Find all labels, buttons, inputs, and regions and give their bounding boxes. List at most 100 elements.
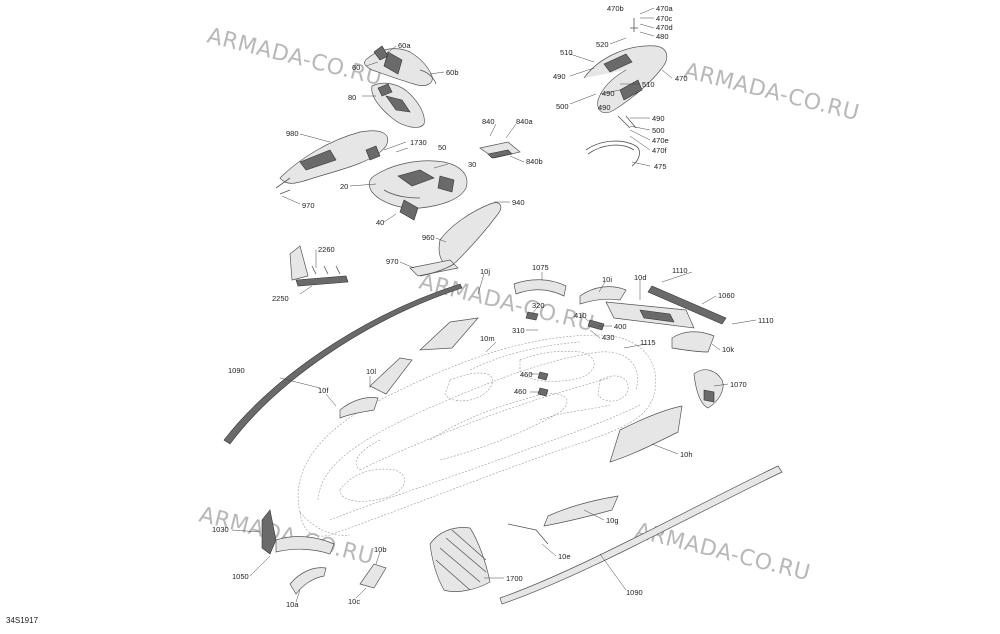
part-10a	[289, 567, 327, 595]
part-10f	[339, 397, 379, 419]
part-20-40	[368, 160, 468, 221]
part-10g	[543, 495, 619, 527]
watermark: ARMADA-CO.RU	[205, 24, 385, 92]
callout-970: 970	[302, 201, 315, 210]
watermark: ARMADA-CO.RU	[682, 59, 862, 127]
callout-20: 20	[340, 182, 348, 191]
callout-10g: 10g	[606, 516, 619, 525]
callout-980: 980	[286, 129, 299, 138]
part-60	[364, 45, 437, 86]
callout-320: 320	[532, 301, 545, 310]
callout-480: 480	[656, 32, 669, 41]
watermarks: ARMADA-CO.RU ARMADA-CO.RU ARMADA-CO.RU A…	[197, 24, 862, 587]
callout-470a: 470a	[656, 4, 674, 13]
callout-1090: 1090	[626, 588, 643, 597]
part-1075	[513, 279, 567, 297]
callout-labels: 470b 470a 470c 470d 480 520 510 490 470 …	[212, 4, 774, 609]
callout-10e: 10e	[558, 552, 571, 561]
callout-1030: 1030	[212, 525, 229, 534]
callout-470e: 470e	[652, 136, 669, 145]
callout-475: 475	[654, 162, 667, 171]
part-1030-1050	[261, 509, 335, 555]
callout-10l: 10l	[366, 367, 376, 376]
callout-1115: 1115	[640, 338, 656, 347]
part-1090-left	[223, 283, 463, 445]
callout-460: 460	[520, 370, 533, 379]
callout-940: 940	[512, 198, 525, 207]
leader-lines	[231, 7, 757, 603]
callout-510: 510	[560, 48, 573, 57]
part-10j	[419, 317, 479, 351]
diagram-code: 34S1917	[6, 616, 39, 625]
callout-500: 500	[652, 126, 665, 135]
callout-30: 30	[468, 160, 476, 169]
watermark: ARMADA-CO.RU	[197, 503, 377, 571]
part-1060	[647, 285, 727, 325]
callout-10m: 10m	[480, 334, 495, 343]
callout-470d: 470d	[656, 23, 673, 32]
part-320-460	[525, 311, 605, 397]
callout-1700: 1700	[506, 574, 523, 583]
part-10h	[609, 405, 683, 463]
hull-outline	[297, 334, 657, 537]
callout-1050: 1050	[232, 572, 249, 581]
callout-490: 490	[652, 114, 665, 123]
callout-840a: 840a	[516, 117, 534, 126]
watermark: ARMADA-CO.RU	[417, 270, 597, 338]
callout-470b: 470b	[607, 4, 624, 13]
callout-470c: 470c	[656, 14, 673, 23]
callout-10h: 10h	[680, 450, 693, 459]
part-1090-right	[499, 465, 783, 605]
callout-1110: 1110	[672, 266, 688, 275]
callout-60a: 60a	[398, 41, 411, 50]
callout-10b: 10b	[374, 545, 387, 554]
part-10b-10c	[359, 563, 387, 589]
callout-400: 400	[614, 322, 627, 331]
part-10i	[579, 286, 627, 305]
callout-10f: 10f	[318, 386, 329, 395]
callout-500: 500	[556, 102, 569, 111]
callout-1075: 1075	[532, 263, 549, 272]
part-1700	[429, 527, 491, 592]
callout-490: 490	[553, 72, 566, 81]
callout-460: 460	[514, 387, 527, 396]
part-840	[479, 141, 521, 159]
callout-490: 490	[598, 103, 611, 112]
callout-2250: 2250	[272, 294, 289, 303]
callout-50: 50	[438, 143, 446, 152]
callout-470f: 470f	[652, 146, 668, 155]
callout-10a: 10a	[286, 600, 299, 609]
callout-10c: 10c	[348, 597, 360, 606]
callout-490: 490	[602, 89, 615, 98]
callout-10k: 10k	[722, 345, 734, 354]
callout-1070: 1070	[730, 380, 747, 389]
callout-40: 40	[376, 218, 384, 227]
callout-2260: 2260	[318, 245, 335, 254]
callout-1730: 1730	[410, 138, 427, 147]
part-10d	[605, 301, 695, 329]
callout-60b: 60b	[446, 68, 459, 77]
part-10e	[507, 523, 549, 545]
callout-10i: 10i	[602, 275, 612, 284]
part-1070	[693, 369, 724, 409]
part-960-970	[409, 202, 502, 277]
part-470	[583, 18, 668, 129]
callout-840: 840	[482, 117, 495, 126]
callout-10d: 10d	[634, 273, 647, 282]
callout-80: 80	[348, 93, 356, 102]
callout-510: 510	[642, 80, 655, 89]
callout-410: 410	[574, 311, 587, 320]
callout-1090: 1090	[228, 366, 245, 375]
callout-470: 470	[675, 74, 688, 83]
part-10l	[369, 357, 413, 395]
part-475	[585, 140, 640, 167]
callout-10j: 10j	[480, 267, 490, 276]
callout-970: 970	[386, 257, 399, 266]
part-10k	[671, 331, 715, 353]
part-980	[275, 130, 388, 195]
part-2250	[289, 245, 349, 287]
callout-310: 310	[512, 326, 525, 335]
callout-840b: 840b	[526, 157, 543, 166]
part-80	[371, 82, 425, 128]
